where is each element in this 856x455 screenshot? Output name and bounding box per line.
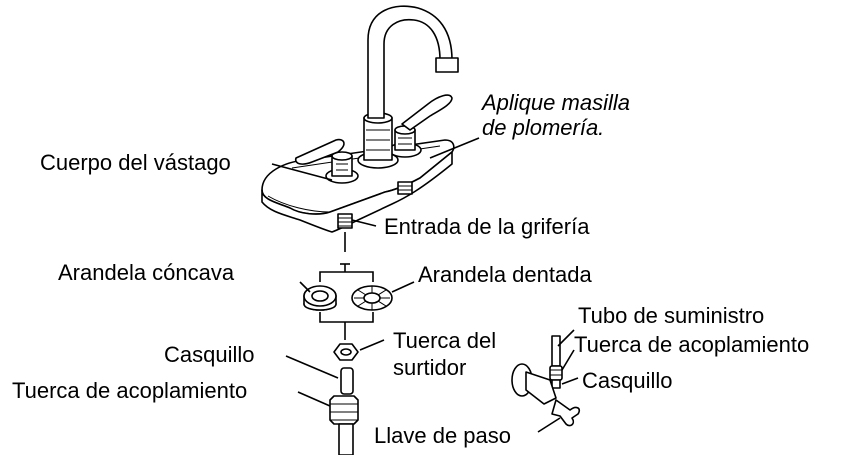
- supply-tube-label: Tubo de suministro: [578, 303, 764, 328]
- faucet-inlet-leader: [351, 219, 377, 227]
- cupped-washer-label: Arandela cóncava: [58, 260, 235, 285]
- ferrule-left-label: Casquillo: [164, 342, 255, 367]
- valve-body-left: [294, 138, 359, 184]
- valve-body-right: [388, 94, 453, 158]
- coupling-nut-left-label: Tuerca de acoplamiento: [12, 378, 247, 403]
- shutoff-valve-label: Llave de paso: [374, 423, 511, 448]
- cupped-washer: [303, 285, 337, 311]
- toothed-washer: [351, 285, 393, 311]
- putty-label-line1: Aplique masilla: [480, 90, 630, 115]
- gooseneck-spout: [357, 5, 459, 169]
- coupling-nut-left-leader: [297, 391, 331, 407]
- toothed-washer-leader: [391, 281, 415, 293]
- ferrule-right-leader: [561, 377, 579, 385]
- faucet-shanks: [337, 181, 413, 229]
- shutoff-valve-leader: [537, 417, 561, 433]
- cupped-washer-leader: [299, 281, 311, 293]
- valve-body-label: Cuerpo del vástago: [40, 150, 231, 175]
- spout-nut-label-line2: surtidor: [393, 355, 466, 380]
- shutoff-valve-assembly: [511, 335, 581, 427]
- ferrule-left-leader: [285, 355, 339, 379]
- spout-nut: [333, 343, 359, 361]
- faucet-inlet-label: Entrada de la grifería: [384, 214, 590, 239]
- coupling-nut-right-leader: [561, 349, 575, 371]
- putty-leader: [429, 137, 480, 159]
- washer-bracket: [319, 232, 374, 340]
- spout-nut-leader: [359, 339, 385, 351]
- supply-tube-leader: [557, 329, 575, 347]
- left-supply-assembly: [329, 367, 359, 455]
- valve-body-leader: [271, 163, 333, 181]
- spout-nut-label-line1: Tuerca del: [393, 328, 496, 353]
- putty-label-line2: de plomería.: [482, 115, 604, 140]
- ferrule-right-label: Casquillo: [582, 368, 673, 393]
- toothed-washer-label: Arandela dentada: [418, 262, 592, 287]
- coupling-nut-right-label: Tuerca de acoplamiento: [574, 332, 809, 357]
